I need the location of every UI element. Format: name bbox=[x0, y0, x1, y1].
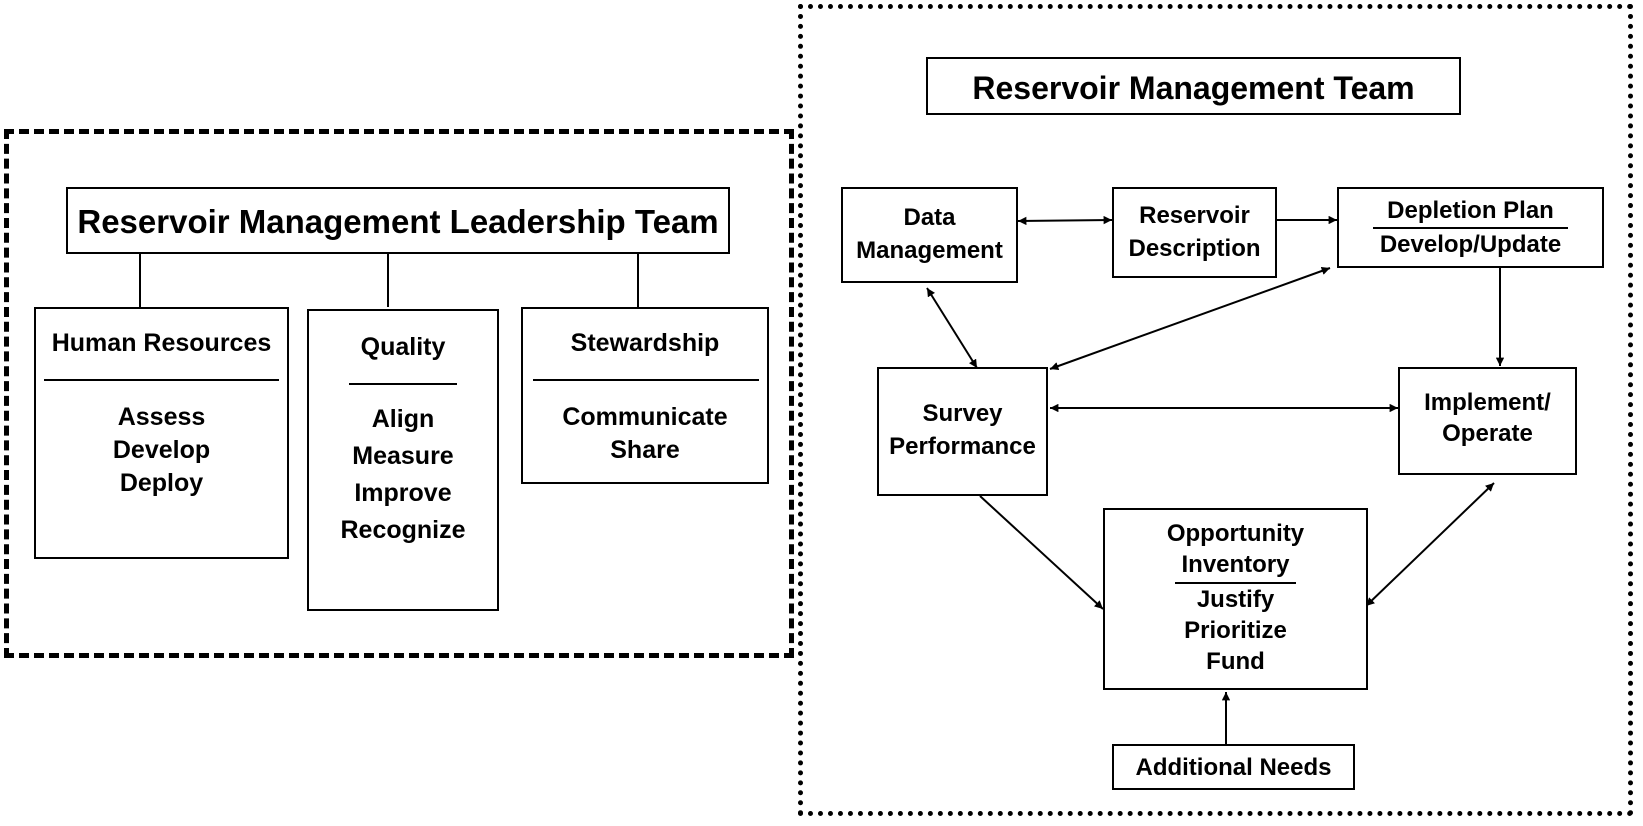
opportunity-heading-line: Inventory bbox=[1181, 551, 1290, 578]
quality-item: Align bbox=[371, 405, 435, 433]
survey-performance-line: Performance bbox=[889, 433, 1036, 460]
stewardship-items: Communicate Share bbox=[523, 401, 767, 467]
hr-item: Deploy bbox=[119, 469, 204, 497]
opportunity-item: Prioritize bbox=[1184, 617, 1287, 644]
data-management-line: Data bbox=[903, 204, 956, 231]
reservoir-description-label: Reservoir Description bbox=[1114, 199, 1275, 265]
reservoir-description-line: Reservoir bbox=[1139, 202, 1250, 229]
additional-needs-label: Additional Needs bbox=[1135, 754, 1332, 781]
implement-operate-line: Operate bbox=[1442, 420, 1533, 447]
human-resources-box: Human Resources Assess Develop Deploy bbox=[34, 307, 289, 559]
depletion-plan-heading: Depletion Plan bbox=[1387, 197, 1554, 224]
quality-item: Improve bbox=[354, 479, 452, 507]
stewardship-divider bbox=[533, 379, 759, 381]
survey-performance-line: Survey bbox=[922, 400, 1003, 427]
stewardship-item: Share bbox=[610, 436, 680, 464]
depletion-plan-sub: Develop/Update bbox=[1379, 231, 1562, 258]
reservoir-description-line: Description bbox=[1128, 235, 1261, 262]
hr-item: Assess bbox=[117, 403, 206, 431]
quality-items: Align Measure Improve Recognize bbox=[309, 401, 497, 549]
opportunity-inventory-box: Opportunity Inventory Justify Prioritize… bbox=[1103, 508, 1368, 690]
team-title: Reservoir Management Team bbox=[972, 70, 1415, 106]
quality-box: Quality Align Measure Improve Recognize bbox=[307, 309, 499, 611]
implement-operate-label: Implement/ Operate bbox=[1400, 387, 1575, 449]
depletion-plan-box: Depletion Plan Develop/Update bbox=[1337, 187, 1604, 268]
hr-item: Develop bbox=[112, 436, 211, 464]
opportunity-heading-line: Opportunity bbox=[1166, 520, 1305, 547]
opportunity-heading: Opportunity Inventory bbox=[1105, 518, 1366, 580]
arrow-depletion-survey bbox=[1049, 266, 1331, 371]
team-title-box: Reservoir Management Team bbox=[926, 57, 1461, 115]
arrow-implement-opportunity bbox=[1365, 482, 1495, 607]
human-resources-items: Assess Develop Deploy bbox=[36, 401, 287, 500]
arrow-survey-opportunity bbox=[979, 495, 1104, 610]
human-resources-heading: Human Resources bbox=[51, 329, 272, 357]
survey-performance-label: Survey Performance bbox=[879, 397, 1046, 463]
survey-performance-box: Survey Performance bbox=[877, 367, 1048, 496]
data-management-line: Management bbox=[856, 237, 1003, 264]
reservoir-description-box: Reservoir Description bbox=[1112, 187, 1277, 278]
stewardship-item: Communicate bbox=[562, 403, 728, 431]
leadership-title-box: Reservoir Management Leadership Team bbox=[66, 187, 730, 254]
data-management-box: Data Management bbox=[841, 187, 1018, 283]
arrow-data-reservoir bbox=[1017, 215, 1113, 226]
quality-item: Recognize bbox=[340, 516, 466, 544]
opportunity-item: Justify bbox=[1196, 586, 1275, 613]
team-frame bbox=[798, 4, 1633, 816]
additional-needs-box: Additional Needs bbox=[1112, 744, 1355, 790]
quality-heading: Quality bbox=[360, 333, 446, 361]
human-resources-divider bbox=[44, 379, 279, 381]
implement-operate-line: Implement/ bbox=[1424, 389, 1551, 416]
implement-operate-box: Implement/ Operate bbox=[1398, 367, 1577, 475]
opportunity-items: Justify Prioritize Fund bbox=[1105, 584, 1366, 677]
leadership-title: Reservoir Management Leadership Team bbox=[77, 203, 719, 240]
leadership-frame bbox=[4, 129, 794, 658]
data-management-label: Data Management bbox=[843, 201, 1016, 267]
quality-item: Measure bbox=[352, 442, 454, 470]
opportunity-divider bbox=[1175, 582, 1296, 584]
stewardship-box: Stewardship Communicate Share bbox=[521, 307, 769, 484]
stewardship-heading: Stewardship bbox=[570, 329, 720, 357]
depletion-plan-divider bbox=[1373, 227, 1568, 229]
opportunity-item: Fund bbox=[1206, 648, 1265, 675]
quality-divider bbox=[349, 383, 457, 385]
arrow-data-survey bbox=[926, 287, 978, 369]
